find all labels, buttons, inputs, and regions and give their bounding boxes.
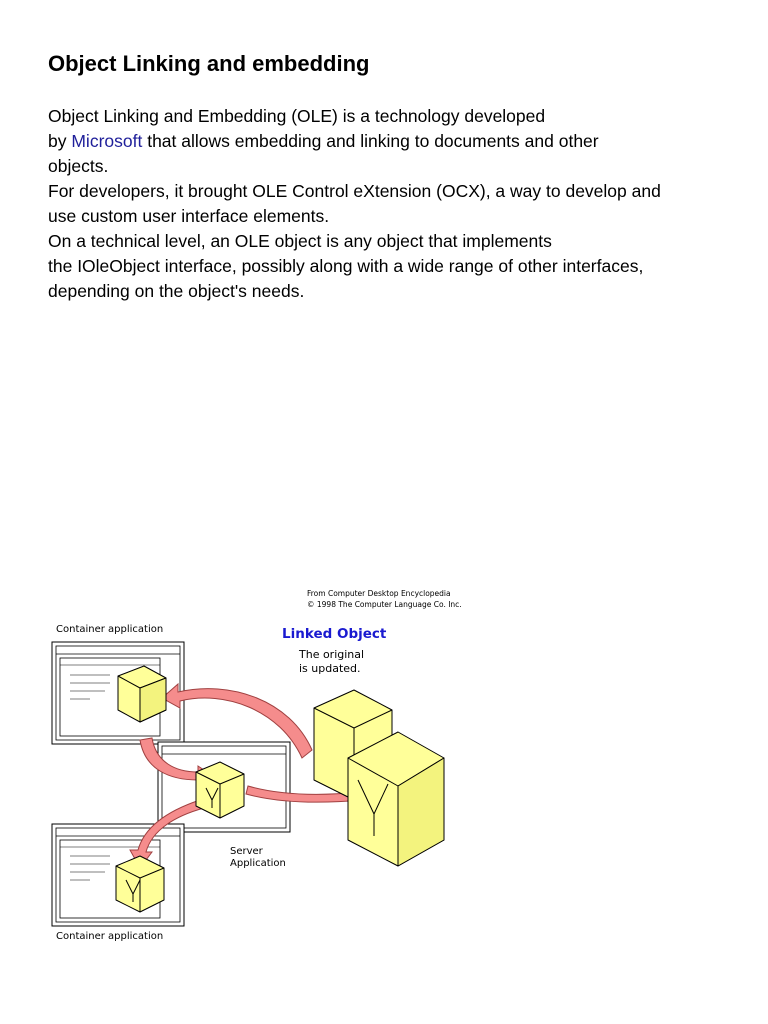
server-app-label-line2: Application — [230, 858, 286, 869]
container-app-label-top: Container application — [56, 624, 163, 635]
container-app-label-bottom: Container application — [56, 931, 163, 942]
paragraph-line: objects. — [48, 154, 728, 179]
paragraph-line: by Microsoft that allows embedding and l… — [48, 129, 728, 154]
server-cube — [196, 762, 244, 818]
paragraph-text: by — [48, 131, 71, 151]
figure-credit-line1: From Computer Desktop Encyclopedia — [307, 589, 451, 598]
page-title: Object Linking and embedding — [48, 50, 369, 78]
embedded-cube-top — [118, 666, 166, 722]
paragraph-line: the IOleObject interface, possibly along… — [48, 254, 728, 279]
microsoft-link[interactable]: Microsoft — [71, 131, 142, 151]
paragraph-line: use custom user interface elements. — [48, 204, 728, 229]
ole-diagram: From Computer Desktop Encyclopedia © 199… — [40, 580, 480, 950]
paragraph-text: that allows embedding and linking to doc… — [142, 131, 598, 151]
linked-object-title: Linked Object — [282, 626, 387, 642]
figure-credit-line2: © 1998 The Computer Language Co. Inc. — [307, 600, 462, 609]
paragraph-line: For developers, it brought OLE Control e… — [48, 179, 728, 204]
linked-object-note-line1: The original — [298, 648, 364, 661]
linked-cube-front — [348, 732, 444, 866]
server-app-label-line1: Server — [230, 846, 264, 857]
paragraph-line: depending on the object's needs. — [48, 279, 728, 304]
ole-diagram-svg: From Computer Desktop Encyclopedia © 199… — [40, 580, 480, 950]
paragraph-line: Object Linking and Embedding (OLE) is a … — [48, 104, 728, 129]
embedded-cube-bottom — [116, 856, 164, 912]
linked-object-note-line2: is updated. — [299, 662, 361, 675]
paragraph-line: On a technical level, an OLE object is a… — [48, 229, 728, 254]
body-paragraph: Object Linking and Embedding (OLE) is a … — [48, 104, 728, 304]
